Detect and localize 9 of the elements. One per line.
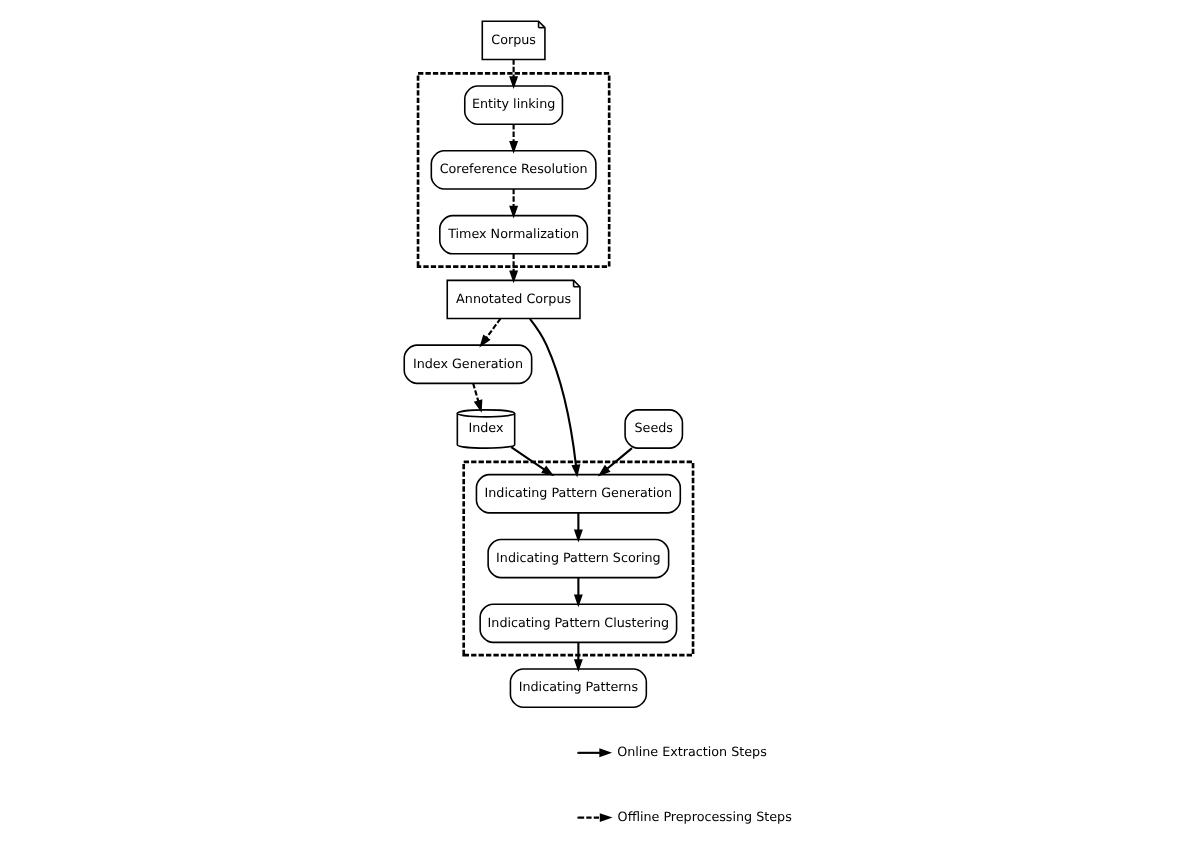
arrow	[479, 318, 502, 348]
arrow	[510, 446, 555, 477]
arrow	[509, 59, 519, 90]
arrow	[529, 318, 581, 478]
arrow	[509, 253, 519, 284]
arrow	[472, 383, 483, 413]
arrow	[597, 447, 633, 477]
arrow	[509, 124, 519, 154]
arrow	[509, 189, 519, 219]
